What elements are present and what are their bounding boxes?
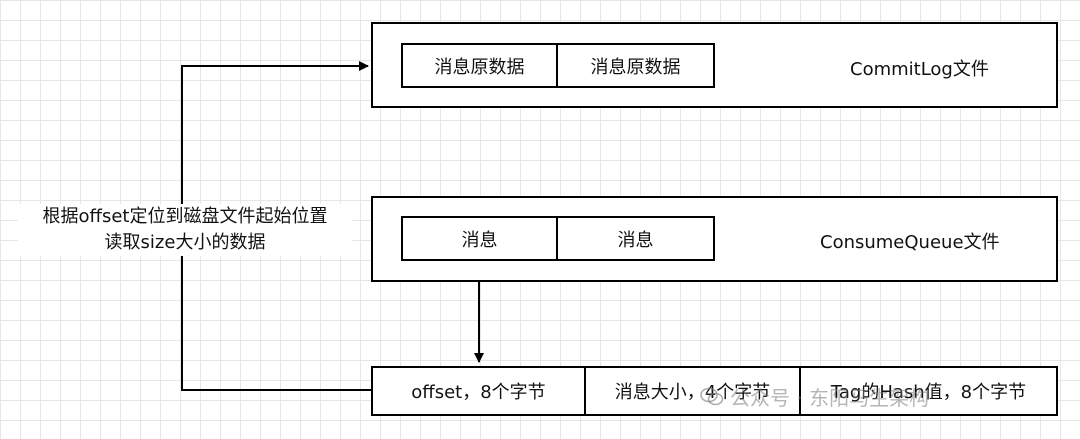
- commitlog-cell-1: 消息原数据: [401, 43, 558, 88]
- watermark-text: 公众号 · 东阳马生架构: [730, 386, 930, 410]
- offset-read-note: 根据offset定位到磁盘文件起始位置 读取size大小的数据: [18, 204, 352, 256]
- consumequeue-cell-2: 消息: [556, 216, 715, 261]
- offset-read-note-line2: 读取size大小的数据: [104, 232, 266, 253]
- commitlog-cell-2: 消息原数据: [556, 43, 715, 88]
- entry-offset-cell: offset，8个字节: [371, 366, 586, 416]
- wechat-icon: [700, 387, 724, 405]
- watermark: 公众号 · 东阳马生架构: [700, 382, 929, 411]
- commitlog-file-label: CommitLog文件: [850, 59, 989, 80]
- consumequeue-file-label: ConsumeQueue文件: [820, 232, 1000, 253]
- entry-size-cell: 消息大小，4个字节: [584, 366, 801, 416]
- entry-tag-hash-cell: Tag的Hash值，8个字节: [799, 366, 1058, 416]
- offset-read-note-line1: 根据offset定位到磁盘文件起始位置: [42, 206, 328, 227]
- consumequeue-cell-1: 消息: [401, 216, 558, 261]
